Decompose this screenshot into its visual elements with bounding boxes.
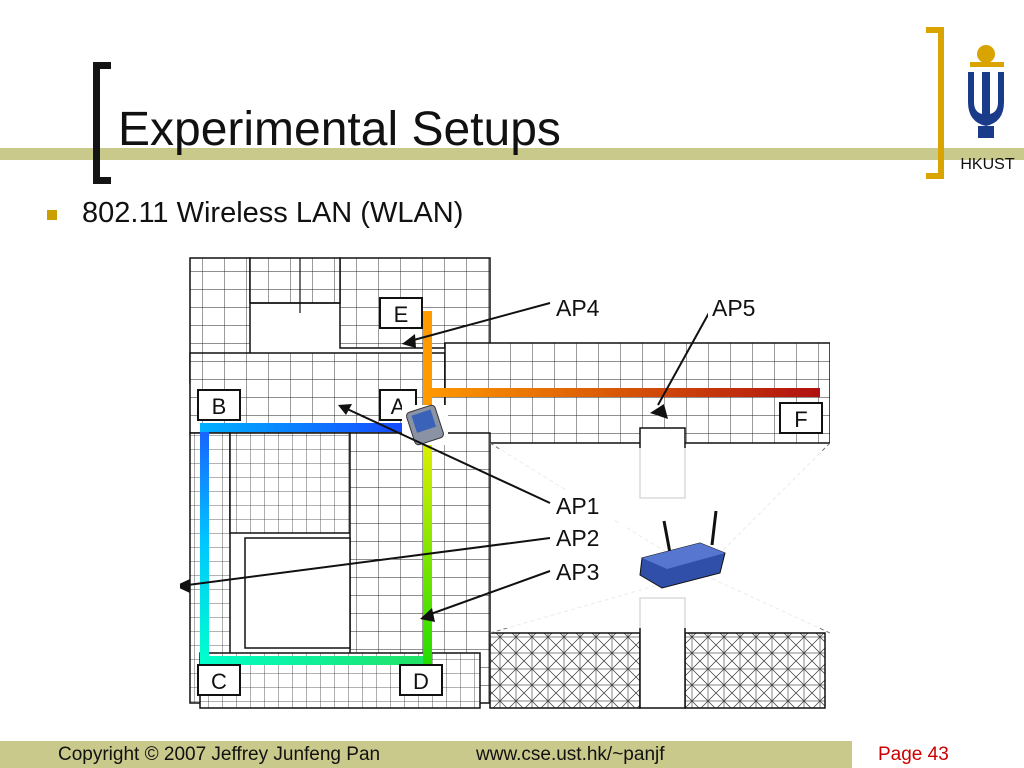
ap2-label: AP2 <box>556 525 599 551</box>
walking-paths <box>200 311 820 665</box>
location-b: B <box>212 394 227 419</box>
wireless-router-icon <box>639 510 726 589</box>
location-d: D <box>413 669 429 694</box>
footer-page-box <box>852 741 1024 768</box>
ap-pointer-lines <box>180 302 711 622</box>
location-a: A <box>391 394 406 419</box>
location-labels: E B A F C D <box>197 297 823 696</box>
bullet-marker <box>47 210 57 220</box>
ap4-label: AP4 <box>556 295 600 321</box>
right-bracket-decoration <box>926 27 944 179</box>
pda-device-icon <box>402 404 448 446</box>
location-e: E <box>394 302 409 327</box>
footer-url: www.cse.ust.hk/~panjf <box>476 744 665 765</box>
left-bracket-decoration <box>93 62 111 184</box>
hkust-logo <box>968 45 1004 138</box>
location-f: F <box>794 407 807 432</box>
slide-title: Experimental Setups <box>118 103 561 156</box>
floor-plan-diagram: E B A F C D AP4 <box>180 257 830 709</box>
page-number: Page 43 <box>878 744 949 765</box>
title-band <box>0 148 1024 160</box>
ap1-label: AP1 <box>556 493 599 519</box>
footer-copyright: Copyright © 2007 Jeffrey Junfeng Pan <box>58 744 381 765</box>
logo-text: HKUST <box>960 156 1015 173</box>
bullet-item: 802.11 Wireless LAN (WLAN) <box>82 197 464 229</box>
access-point-labels: AP4 AP5 AP1 AP2 AP3 <box>552 293 780 585</box>
router-dashed-lines <box>489 442 830 634</box>
location-c: C <box>211 669 227 694</box>
ap3-label: AP3 <box>556 559 599 585</box>
ap5-label: AP5 <box>712 295 755 321</box>
